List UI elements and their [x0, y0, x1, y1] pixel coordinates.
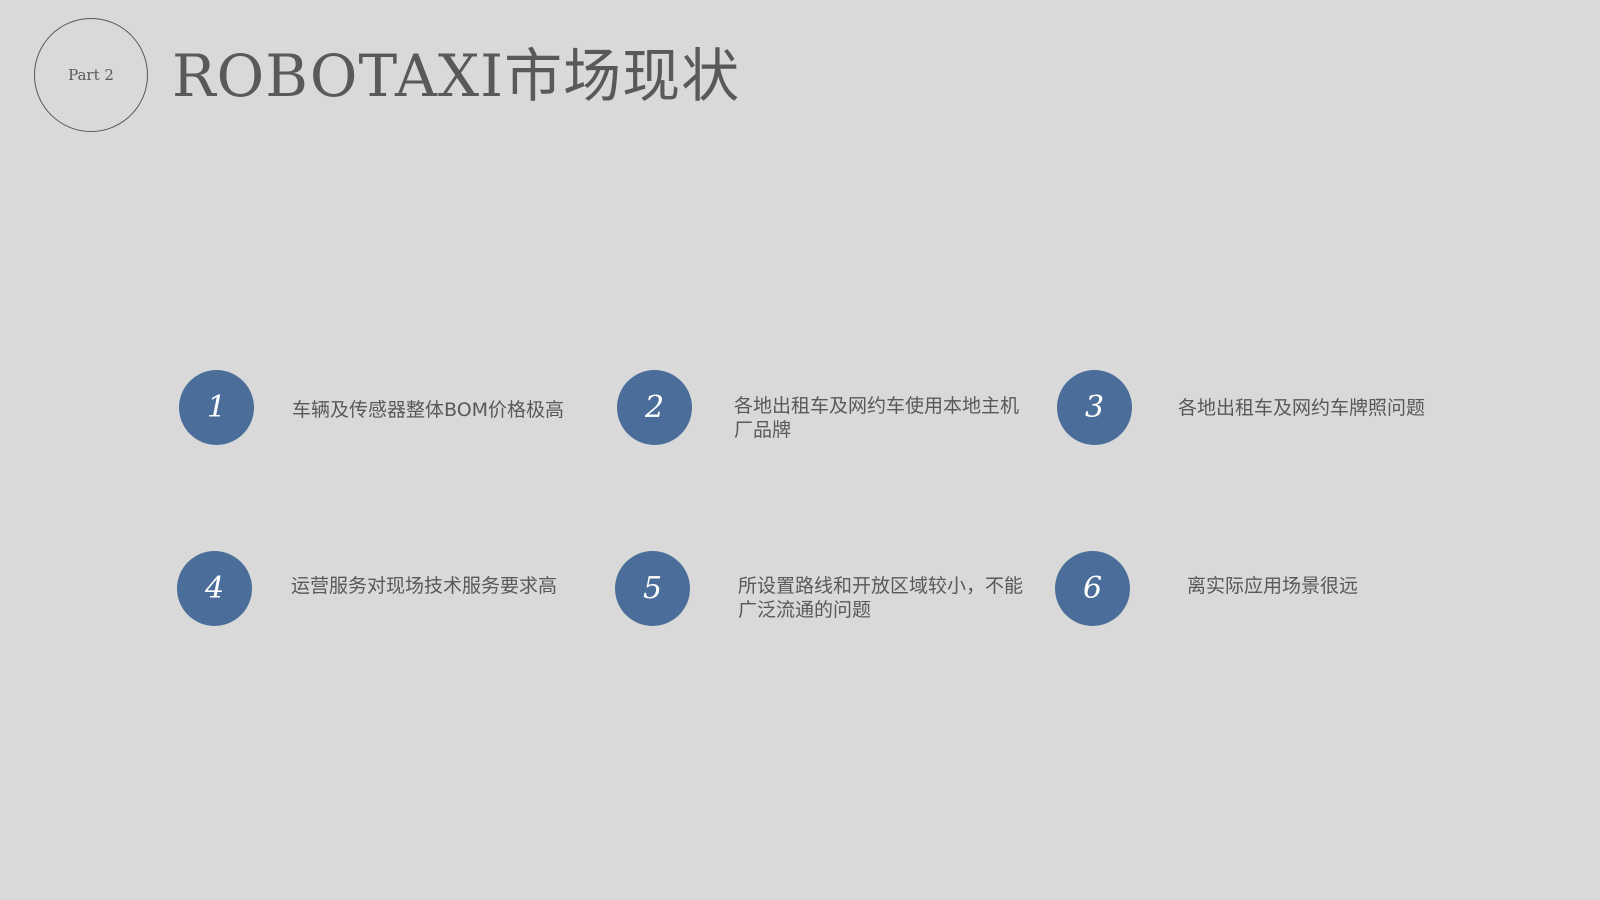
- item-text-6: 离实际应用场景很远: [1187, 575, 1359, 597]
- item-number-2: 2: [617, 370, 692, 445]
- page-title: ROBOTAXI市场现状: [172, 42, 741, 110]
- item-number-4: 4: [177, 551, 252, 626]
- part-badge: Part 2: [34, 18, 148, 132]
- item-number-1: 1: [179, 370, 254, 445]
- item-text-3: 各地出租车及网约车牌照问题: [1178, 397, 1426, 419]
- item-text-4: 运营服务对现场技术服务要求高: [291, 575, 558, 597]
- item-text-5: 所设置路线和开放区域较小，不能广泛流通的问题: [738, 575, 1024, 621]
- item-number-5: 5: [615, 551, 690, 626]
- item-number-6: 6: [1055, 551, 1130, 626]
- item-text-1: 车辆及传感器整体BOM价格极高: [292, 399, 565, 421]
- item-number-3: 3: [1057, 370, 1132, 445]
- item-text-2: 各地出租车及网约车使用本地主机厂品牌: [734, 395, 1020, 441]
- part-label: Part 2: [68, 66, 114, 84]
